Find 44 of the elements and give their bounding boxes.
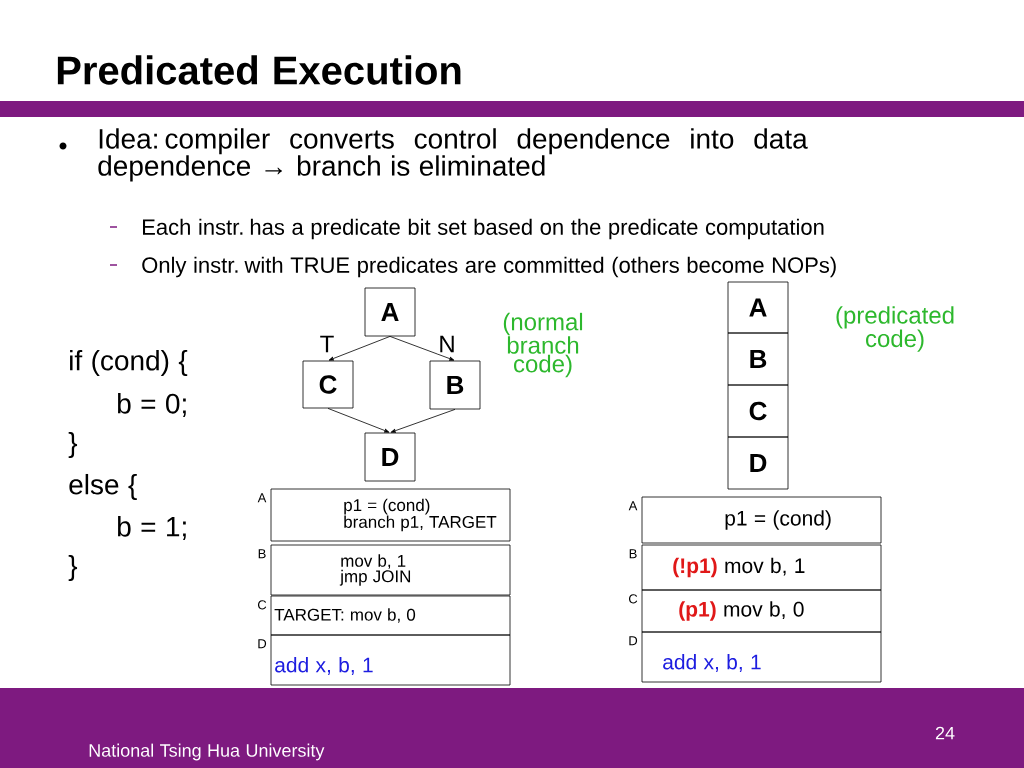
bullet-text: Each instr. has a predicate bit set based on the predicate computation — [143, 218, 824, 240]
block-box: B — [727, 332, 789, 386]
code-box: (p1) mov b, 0 — [641, 589, 882, 633]
arrow — [389, 336, 455, 361]
row-letter: C — [629, 594, 638, 604]
row-letter: D — [629, 636, 638, 646]
arrow — [328, 336, 391, 361]
row-letter: D — [258, 639, 267, 649]
page-number: 24 — [935, 726, 955, 740]
block-box: B — [429, 360, 481, 410]
row-letter: C — [257, 600, 267, 610]
block-box: A — [727, 281, 789, 334]
row-letter: B — [258, 549, 266, 559]
footer-text: National Tsing Hua University — [89, 743, 325, 761]
block-box: A — [364, 287, 416, 337]
block-box: C — [727, 384, 789, 438]
slide-title: Predicated Execution — [57, 55, 461, 85]
code-box: add x, b, 1 — [641, 631, 882, 683]
code-line: b = 1; — [118, 516, 186, 540]
block-box: D — [364, 432, 416, 482]
row-letter: A — [628, 501, 638, 511]
code-box: mov b, 1 jmp JOIN — [270, 544, 511, 596]
bullet-text: Idea: compiler converts control dependence into data dependence → branch is eliminated — [98, 128, 808, 182]
block-box: D — [727, 436, 789, 490]
annotation: (predicated code) — [836, 306, 954, 352]
edge-label: N — [437, 334, 457, 354]
annotation: (normal branch code) — [503, 312, 583, 378]
code-box: p1 = (cond) — [641, 496, 882, 544]
code-box: (!p1) mov b, 1 — [641, 544, 882, 591]
code-box: p1 = (cond) branch p1, TARGET — [270, 488, 511, 542]
arrow — [327, 408, 390, 433]
block-box: C — [302, 360, 354, 409]
code-line: } — [68, 554, 78, 582]
bullet-text: Only instr. with TRUE predicates are committed (others become NOPs) — [142, 256, 836, 278]
code-line: if (cond) { — [70, 349, 188, 377]
code-box: add x, b, 1 — [270, 634, 511, 686]
code-line: } — [68, 431, 78, 459]
code-line: b = 0; — [118, 393, 186, 417]
arrow — [390, 409, 456, 433]
code-line: else { — [69, 473, 137, 501]
row-letter: A — [257, 493, 267, 503]
row-letter: B — [629, 549, 637, 559]
edge-label: T — [318, 334, 336, 354]
code-box: TARGET: mov b, 0 — [270, 595, 511, 636]
